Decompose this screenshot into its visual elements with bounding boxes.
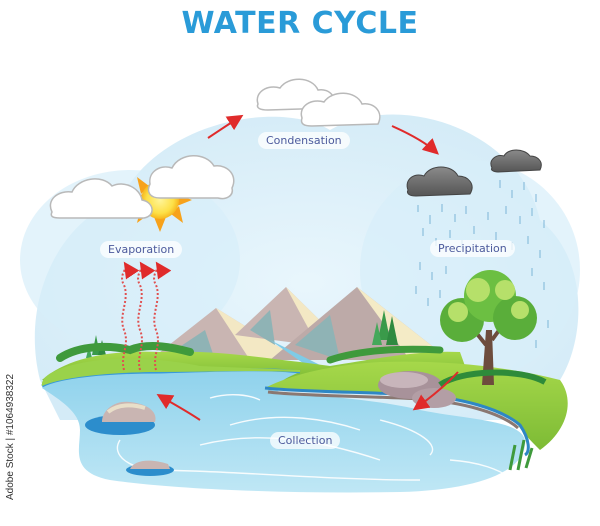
stock-watermark: Adobe Stock | #1064938322	[5, 373, 16, 500]
rain-clouds	[406, 149, 542, 197]
label-condensation: Condensation	[258, 132, 350, 149]
evaporation-arrows	[121, 261, 172, 371]
mountains	[150, 287, 450, 368]
label-evaporation: Evaporation	[100, 241, 183, 258]
label-precipitation: Precipitation	[430, 240, 515, 257]
condensation-clouds	[256, 78, 381, 127]
label-collection: Collection	[270, 432, 341, 449]
cycle-arrows	[156, 114, 459, 421]
deciduous-tree	[438, 270, 547, 388]
white-cloud-right	[147, 155, 235, 200]
page-title: WATER CYCLE	[181, 6, 419, 41]
rocks	[85, 401, 174, 476]
white-cloud-left	[49, 178, 153, 219]
left-bank	[41, 358, 300, 386]
